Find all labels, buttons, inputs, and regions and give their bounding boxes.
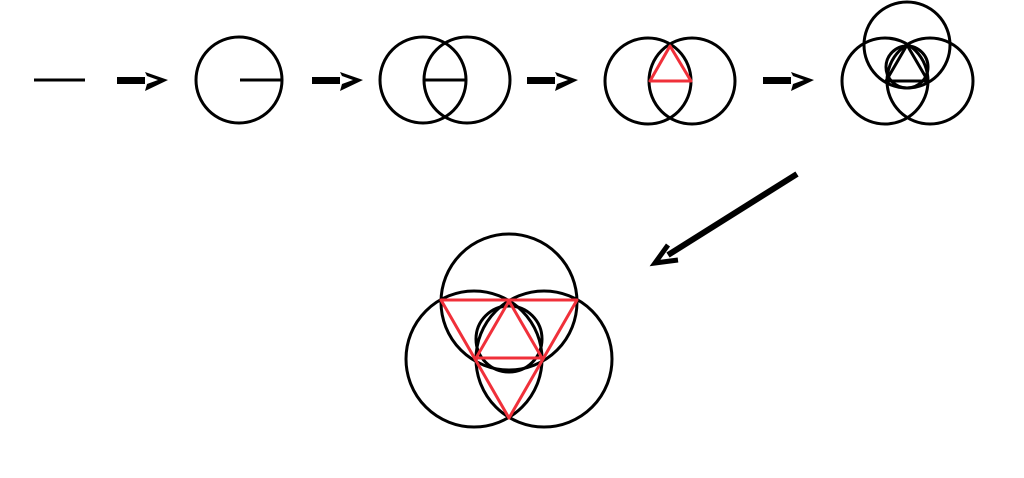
step4-two-circles-red-triangle — [603, 36, 737, 126]
step-arrow-2 — [312, 72, 363, 91]
step-arrow-3 — [527, 72, 578, 91]
step2-circle-with-radius — [194, 35, 284, 125]
step-arrow-4 — [763, 72, 814, 91]
step-arrow-1 — [117, 72, 168, 91]
red-inner-triangle — [474, 299, 544, 360]
red-triangle — [648, 44, 693, 83]
final-three-circles-figure — [404, 232, 614, 429]
step3-two-circles — [378, 35, 512, 125]
step5-three-circles-triangle — [840, 0, 975, 126]
result-arrow — [649, 171, 799, 267]
